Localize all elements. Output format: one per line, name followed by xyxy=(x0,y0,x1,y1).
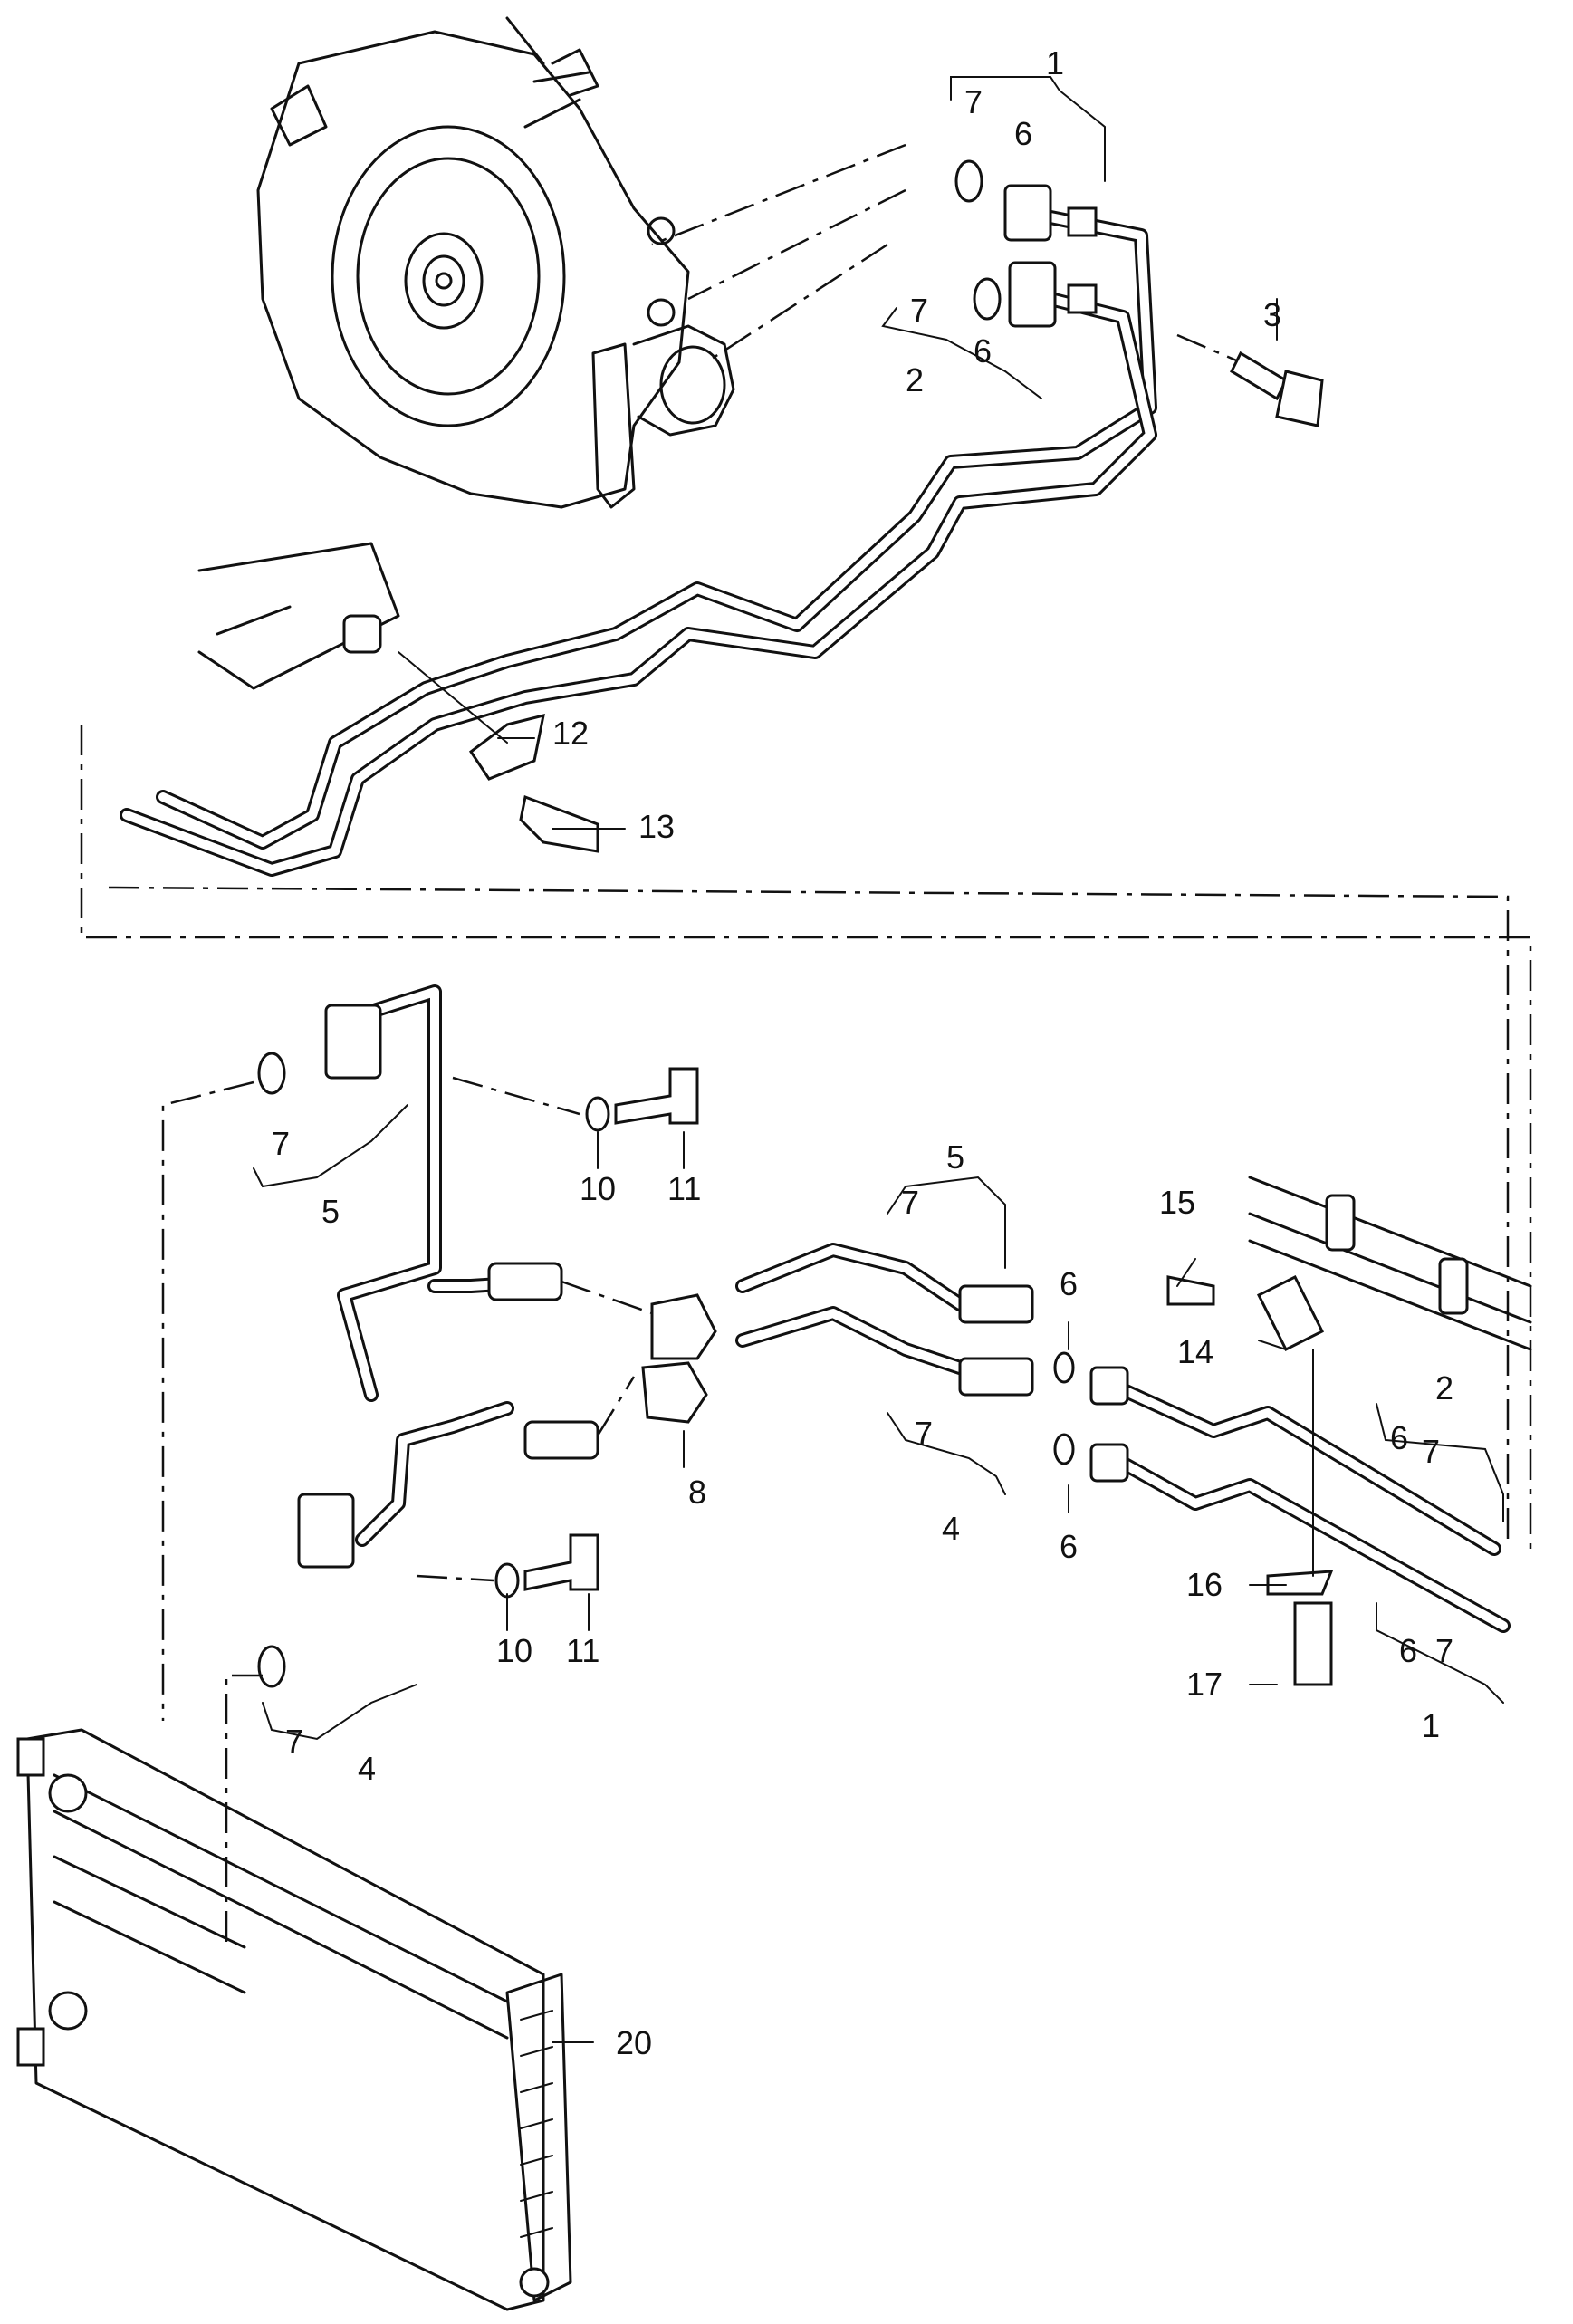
callout-10-b: 10 xyxy=(496,1632,532,1669)
callout-6-right1: 6 xyxy=(1399,1632,1417,1669)
callout-3: 3 xyxy=(1263,296,1281,333)
hoses-right xyxy=(735,1243,1034,1397)
callout-8: 8 xyxy=(688,1474,706,1511)
clip-12 xyxy=(468,713,545,781)
callout-7-mid: 7 xyxy=(910,292,928,329)
callout-7-left5: 7 xyxy=(272,1125,290,1162)
callout-17: 17 xyxy=(1186,1666,1223,1703)
callout-12: 12 xyxy=(552,715,589,752)
callout-7-left4: 7 xyxy=(285,1723,303,1760)
bolt-13 xyxy=(519,794,599,853)
clamp-8 xyxy=(641,1293,717,1424)
callout-labels: 1 7 6 7 6 2 3 12 13 7 5 10 11 5 7 15 6 1… xyxy=(272,44,1453,2061)
callout-6-a: 6 xyxy=(1060,1265,1078,1302)
washer-7-mid xyxy=(973,277,1002,321)
callout-7-right4: 7 xyxy=(915,1415,933,1452)
callout-6-right2: 6 xyxy=(1390,1419,1408,1456)
callout-20: 20 xyxy=(616,2024,652,2061)
upper-fittings xyxy=(954,159,1098,328)
callout-11-b: 11 xyxy=(566,1632,599,1669)
radiator-20 xyxy=(16,1728,572,2311)
callout-10-a: 10 xyxy=(580,1170,616,1207)
clip-16 xyxy=(1266,1570,1334,1596)
callout-7-right2: 7 xyxy=(1422,1433,1440,1470)
callout-6-mid: 6 xyxy=(974,332,992,370)
callout-1-right: 1 xyxy=(1422,1707,1440,1744)
bolt-15 xyxy=(1166,1275,1215,1306)
transmission-housing xyxy=(256,16,735,509)
callout-2-right: 2 xyxy=(1435,1369,1453,1407)
bolt-17 xyxy=(1293,1601,1333,1686)
lower-right-lines xyxy=(1053,1351,1511,1633)
callout-6-b: 6 xyxy=(1060,1528,1078,1565)
bracket-14 xyxy=(1256,1274,1325,1352)
body-bracket-area xyxy=(197,542,599,853)
callout-5-right: 5 xyxy=(946,1138,964,1176)
callout-16: 16 xyxy=(1186,1566,1223,1603)
washer-7-top xyxy=(954,159,983,203)
callout-6-top: 6 xyxy=(1014,115,1032,152)
callout-1-top: 1 xyxy=(1046,44,1064,82)
callout-4-left: 4 xyxy=(358,1750,376,1787)
callout-14: 14 xyxy=(1177,1333,1213,1370)
lower-left-lines xyxy=(257,984,551,1688)
callout-7-top: 7 xyxy=(964,83,983,120)
callout-7-right1: 7 xyxy=(1435,1632,1453,1669)
callout-7-right5: 7 xyxy=(901,1184,919,1221)
bolts-10-11 xyxy=(416,1067,699,1599)
callout-leaders xyxy=(253,76,1504,2043)
callout-11-a: 11 xyxy=(667,1170,701,1207)
callout-15: 15 xyxy=(1159,1184,1195,1221)
bolt-3 xyxy=(1230,351,1324,427)
hoses-left xyxy=(487,1262,653,1460)
upper-transmission-lines xyxy=(120,210,1157,877)
callout-13: 13 xyxy=(638,808,675,845)
callout-2-mid: 2 xyxy=(906,361,924,399)
callout-4-right: 4 xyxy=(942,1510,960,1547)
callout-5-left: 5 xyxy=(321,1193,340,1230)
